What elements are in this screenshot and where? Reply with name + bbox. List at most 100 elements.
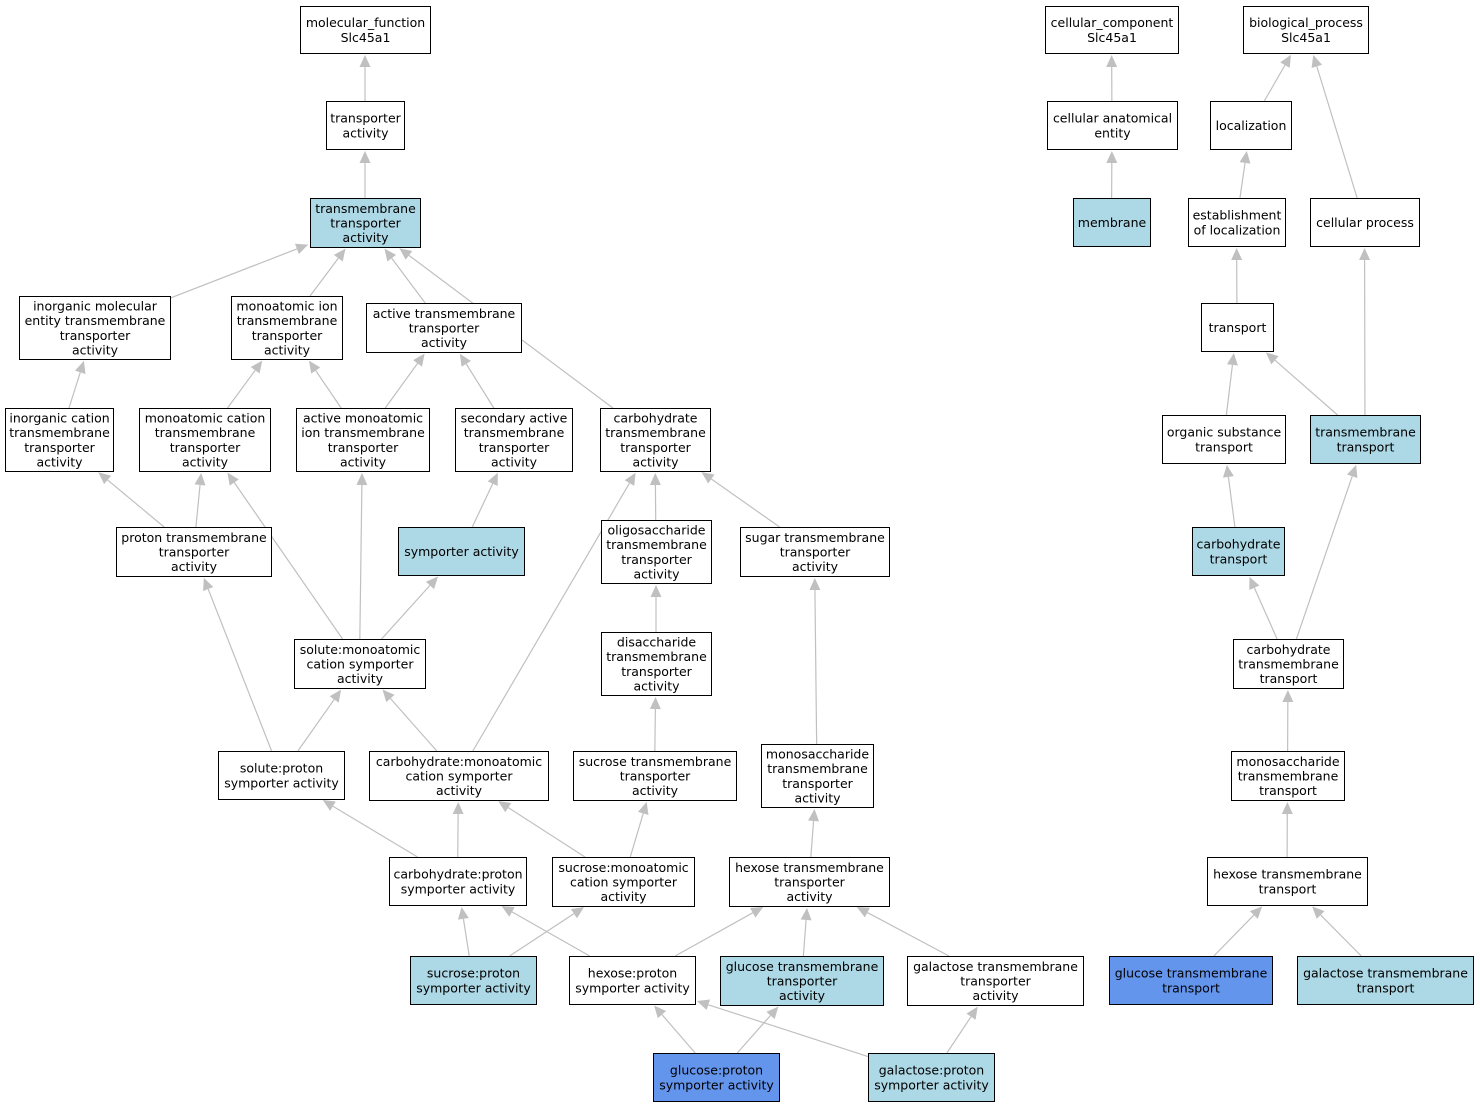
edge-sucrose-proton-symporter-to-carbohydrate-proton-symporter bbox=[457, 906, 470, 957]
node-label-line: transporter bbox=[479, 440, 550, 455]
node-box bbox=[601, 632, 712, 696]
edge-line bbox=[107, 479, 165, 528]
arrowhead bbox=[1312, 906, 1325, 919]
node-label-line: activity bbox=[342, 230, 389, 245]
arrowhead bbox=[1265, 352, 1279, 365]
arrowhead bbox=[649, 696, 661, 710]
node-label-line: activity bbox=[171, 559, 218, 574]
node-monoatomic-cation-tm[interactable]: monoatomic cationtransmembranetransporte… bbox=[139, 408, 271, 472]
edge-galactose-tm-transport-to-hexose-tm-transport bbox=[1312, 906, 1362, 957]
edge-line bbox=[1316, 66, 1358, 199]
node-carbohydrate-tm-activity[interactable]: carbohydratetransmembranetransporteracti… bbox=[600, 408, 711, 472]
edge-line bbox=[207, 588, 273, 752]
node-box bbox=[761, 744, 874, 808]
node-box bbox=[600, 408, 711, 472]
edge-transmembrane-transport-to-cellular-process bbox=[1359, 248, 1371, 416]
node-label-line: galactose transmembrane bbox=[1303, 966, 1468, 981]
node-box bbox=[1310, 415, 1421, 464]
node-box bbox=[1188, 198, 1286, 247]
node-label-line: transporter bbox=[620, 769, 691, 784]
arrowhead bbox=[701, 472, 715, 484]
node-box bbox=[294, 639, 426, 689]
node-symporter-activity[interactable]: symporter activity bbox=[398, 527, 525, 576]
node-label-line: Slc45a1 bbox=[1281, 30, 1331, 45]
node-inorganic-cation-tm[interactable]: inorganic cationtransmembranetransporter… bbox=[5, 408, 114, 472]
node-box bbox=[569, 956, 696, 1005]
node-box bbox=[410, 956, 537, 1005]
arrowhead bbox=[649, 472, 661, 486]
node-box bbox=[552, 857, 695, 907]
node-box bbox=[1073, 198, 1151, 247]
edge-galactose-proton-symporter-to-galactose-tm-activity bbox=[946, 1006, 978, 1054]
node-secondary-active-tm[interactable]: secondary activetransmembranetransporter… bbox=[455, 408, 573, 472]
arrowhead bbox=[1249, 576, 1260, 591]
node-label-line: transport bbox=[1259, 783, 1317, 798]
node-localization[interactable]: localization bbox=[1210, 101, 1292, 150]
node-label-line: symporter activity bbox=[874, 1077, 989, 1092]
node-label-line: transporter bbox=[330, 216, 401, 231]
node-oligosaccharide-tm[interactable]: oligosaccharidetransmembranetransportera… bbox=[601, 520, 712, 584]
node-label-line: transporter bbox=[252, 328, 323, 343]
node-cellular-process[interactable]: cellular process bbox=[1310, 198, 1420, 247]
edge-organic-substance-transport-to-transport bbox=[1225, 352, 1238, 416]
edge-active-tm-to-transmembrane-transporter-activity bbox=[384, 248, 426, 304]
arrowhead bbox=[459, 353, 471, 367]
node-label-line: proton transmembrane bbox=[121, 530, 267, 545]
node-transport[interactable]: transport bbox=[1201, 303, 1274, 352]
node-monoatomic-ion-tm[interactable]: monoatomic iontransmembranetransporterac… bbox=[231, 296, 343, 360]
node-label-line: transport bbox=[1357, 980, 1415, 995]
edge-carbohydrate-proton-symporter-to-solute-proton-symporter bbox=[322, 800, 418, 858]
arrowhead bbox=[696, 999, 711, 1010]
node-membrane[interactable]: membrane bbox=[1073, 198, 1151, 247]
node-box bbox=[5, 408, 114, 472]
node-disaccharide-tm[interactable]: disaccharidetransmembranetransporteracti… bbox=[601, 632, 712, 696]
node-label-line: transporter bbox=[774, 875, 845, 890]
node-galactose-tm-activity[interactable]: galactose transmembranetransporteractivi… bbox=[907, 956, 1084, 1006]
node-label-line: activity bbox=[36, 454, 83, 469]
edge-carbohydrate-tm-transport-to-carbohydrate-transport bbox=[1249, 576, 1278, 640]
node-box bbox=[455, 408, 573, 472]
edge-oligosaccharide-tm-to-carbohydrate-tm-activity bbox=[649, 472, 661, 521]
edge-line bbox=[710, 478, 780, 528]
node-label-line: membrane bbox=[1078, 215, 1147, 230]
edge-line bbox=[736, 1015, 771, 1054]
node-label-line: transporter bbox=[60, 328, 131, 343]
node-box bbox=[601, 520, 712, 584]
arrowhead bbox=[966, 1006, 978, 1020]
node-monosaccharide-tm-activity[interactable]: monosaccharidetransmembranetransporterac… bbox=[761, 744, 874, 808]
edge-layer bbox=[68, 54, 1371, 1058]
node-label-line: galactose transmembrane bbox=[913, 959, 1078, 974]
